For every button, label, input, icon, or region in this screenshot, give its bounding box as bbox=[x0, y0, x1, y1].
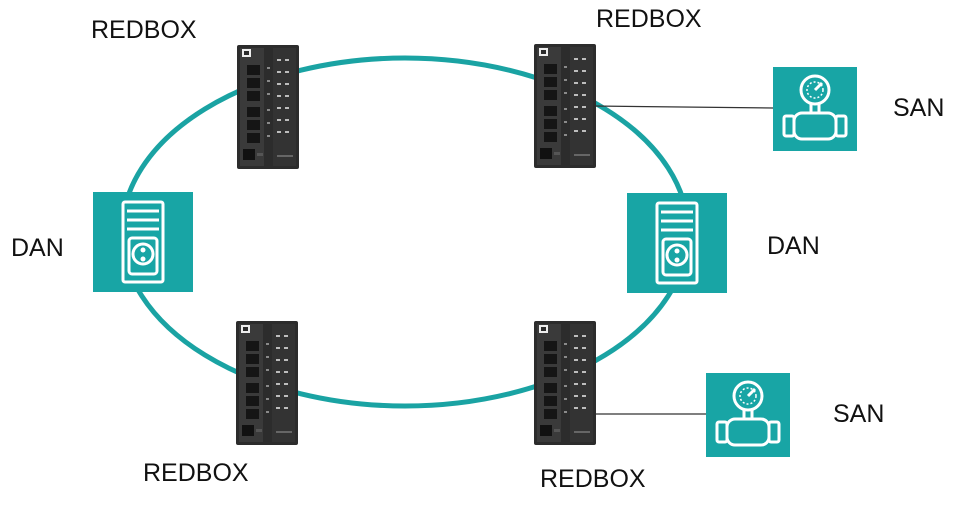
redbox-top-left-label: REDBOX bbox=[91, 16, 197, 44]
redbox-bottom-right-label: REDBOX bbox=[540, 465, 646, 493]
dan-right-server-icon bbox=[625, 191, 729, 295]
redbox-top-right-label: REDBOX bbox=[596, 5, 702, 33]
redbox-top-left-device bbox=[237, 45, 299, 169]
dan-left-server-icon bbox=[91, 190, 195, 294]
san-top-link bbox=[592, 105, 774, 109]
dan-left-label: DAN bbox=[11, 234, 64, 262]
redbox-bottom-right-device bbox=[534, 321, 596, 445]
redbox-top-right-device bbox=[534, 44, 596, 168]
san-bottom-gauge-icon bbox=[704, 371, 792, 459]
san-bottom-label: SAN bbox=[833, 400, 885, 428]
san-top-gauge-icon bbox=[771, 65, 859, 153]
redbox-bottom-left-device bbox=[236, 321, 298, 445]
hsr-ring bbox=[119, 55, 691, 409]
dan-right-label: DAN bbox=[767, 232, 820, 260]
san-top-label: SAN bbox=[893, 94, 945, 122]
redbox-bottom-left-label: REDBOX bbox=[143, 459, 249, 487]
